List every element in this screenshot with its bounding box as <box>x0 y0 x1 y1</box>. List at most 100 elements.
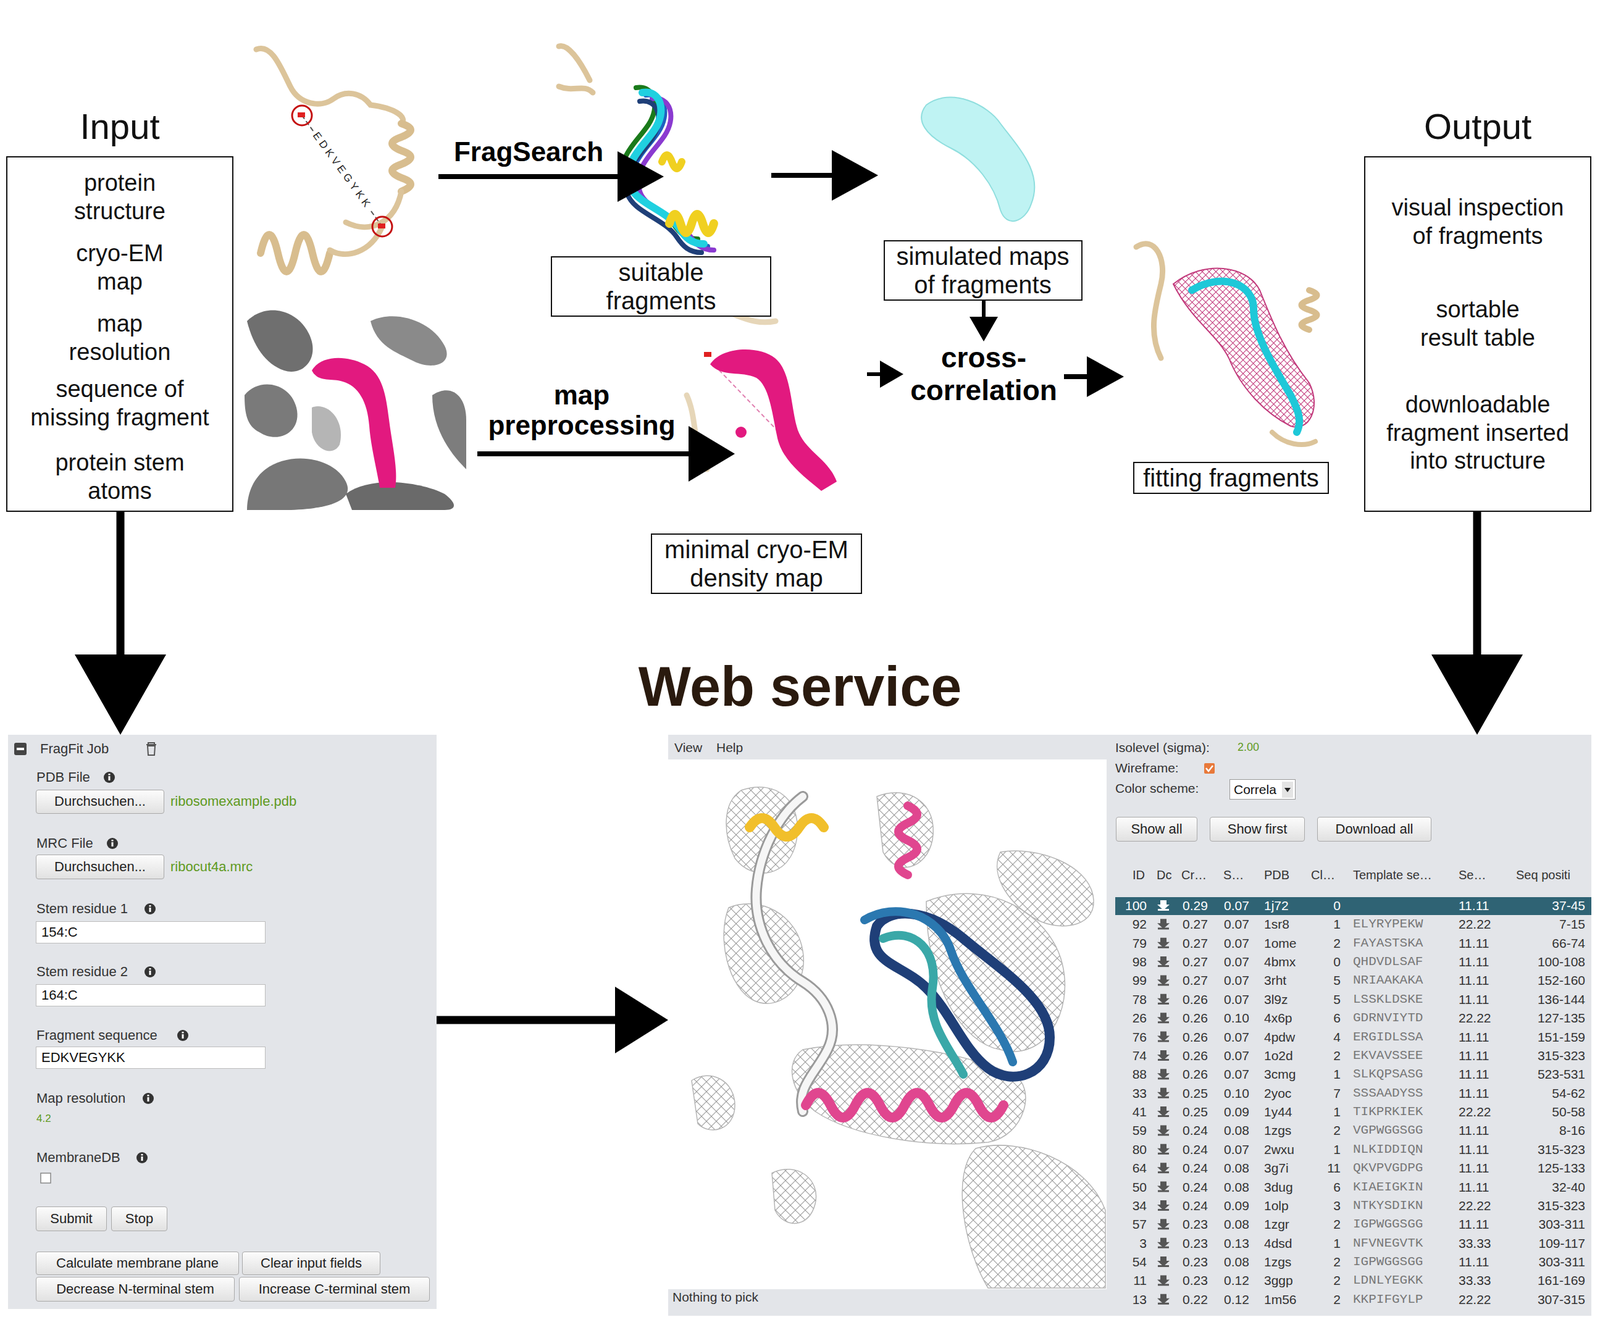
download-icon <box>1157 900 1170 911</box>
viewer-density-mesh <box>691 787 1106 1289</box>
job-form-panel-text: MRC File <box>36 835 94 852</box>
table-header: PDB <box>1264 867 1290 883</box>
table-cell: 22.22 <box>1458 915 1492 933</box>
table-cell: 0.24 <box>1182 1178 1208 1196</box>
density-map-figure-text: minimal cryo-EM density map <box>650 533 863 595</box>
button: Show first <box>1209 816 1305 842</box>
flow-arrow <box>1431 511 1523 735</box>
table-cell: 11 <box>1306 1159 1341 1177</box>
cryo-em-density <box>311 358 396 488</box>
arrow-head <box>969 316 998 342</box>
viewer-density-mesh <box>962 1145 1106 1289</box>
text-input-text: EDKVEGYKK <box>41 1049 126 1066</box>
table-cell: VGPWGGSGG <box>1352 1122 1423 1139</box>
form-icons <box>14 742 27 756</box>
minimal-density <box>735 426 747 438</box>
table-cell: 11.11 <box>1458 1253 1489 1271</box>
form-icons <box>108 776 111 781</box>
download-icon <box>1157 1059 1169 1061</box>
cryo-em-density <box>244 384 298 438</box>
table-header: Cl… <box>1310 867 1336 883</box>
download-icon <box>1157 1040 1169 1043</box>
button-text: Show first <box>1227 821 1288 838</box>
table-cell: 0 <box>1306 953 1341 971</box>
table-cell: 5 <box>1306 971 1341 989</box>
table-cell: 22.22 <box>1458 1009 1492 1027</box>
arrow-shaft <box>981 300 986 318</box>
button-text: Submit <box>50 1210 93 1228</box>
table-cell: 127-135 <box>1520 1009 1586 1027</box>
table-cell: 33.33 <box>1458 1272 1492 1289</box>
table-cell: 0.10 <box>1223 1084 1250 1102</box>
table-cell: 125-133 <box>1520 1159 1586 1177</box>
table-cell: 79 <box>1108 934 1147 952</box>
table-cell: 11.11 <box>1458 934 1489 952</box>
input-box-text: cryo-EM map <box>61 239 179 296</box>
fitting-figure: fitting fragments <box>1123 229 1339 501</box>
result-viewer-panel: ViewHelpIsolevel (sigma):2.00Wireframe:C… <box>668 734 1592 1316</box>
table-cell: 33 <box>1108 1084 1147 1102</box>
table-cell: 4bmx <box>1264 953 1296 971</box>
arrow-label: map preprocessing <box>476 379 687 441</box>
result-viewer-panel-text: 2.00 <box>1237 741 1260 755</box>
download-icon <box>1157 1256 1170 1267</box>
arrow-shaft <box>771 172 833 178</box>
button: Show all <box>1115 816 1198 842</box>
table-cell: 0.22 <box>1182 1291 1208 1308</box>
text-input-text: 154:C <box>41 924 78 941</box>
table-cell: 151-159 <box>1520 1028 1586 1046</box>
text-input: EDKVEGYKK <box>35 1046 266 1069</box>
protein-ribbon <box>256 48 411 272</box>
table-cell: 315-323 <box>1520 1141 1586 1158</box>
table-cell: 0.10 <box>1223 1009 1250 1027</box>
download-icon <box>1157 1200 1170 1211</box>
form-icons <box>144 966 156 978</box>
table-cell: 0.27 <box>1182 934 1208 952</box>
form-icons <box>14 742 1215 1184</box>
table-cell: NRIAAKAKA <box>1352 971 1423 989</box>
arrow-shaft <box>436 1016 616 1025</box>
table-cell: 315-323 <box>1520 1197 1586 1215</box>
table-cell: NTKYSDIKN <box>1352 1197 1423 1215</box>
viewer-density-mesh <box>771 1169 817 1224</box>
input-box-text: sequence of missing fragment <box>20 375 219 432</box>
layout-arrow <box>688 426 735 482</box>
table-cell: QKVPVGDPG <box>1352 1159 1423 1177</box>
form-icons <box>106 837 118 850</box>
table-cell: 2 <box>1306 1122 1341 1139</box>
table-cell: FAYASTSKA <box>1352 934 1423 952</box>
table-cell: 98 <box>1108 953 1147 971</box>
table-cell: 0.09 <box>1223 1103 1250 1121</box>
flow-arrow <box>74 511 167 735</box>
density-map-figure: minimal cryo-EM density map <box>645 306 868 597</box>
output-box-text: Output <box>1364 104 1592 149</box>
table-cell: 0.26 <box>1182 1065 1208 1083</box>
download-icon <box>1157 908 1169 911</box>
button-text: Durchsuchen... <box>54 858 146 876</box>
job-form-panel-text: 4.2 <box>36 1112 52 1126</box>
viewer-ribbons <box>805 1093 1004 1118</box>
table-cell: 0.07 <box>1223 897 1250 914</box>
fragment-bundle <box>558 86 593 93</box>
button-text: Show all <box>1130 821 1182 838</box>
text-input: 154:C <box>35 921 266 944</box>
form-icons <box>108 773 111 776</box>
table-cell: 1o2d <box>1264 1047 1294 1064</box>
button: Durchsuchen... <box>35 789 165 814</box>
table-cell: 1j72 <box>1264 897 1289 914</box>
table-cell: 11.11 <box>1458 1141 1489 1158</box>
input-box-text: Input <box>6 104 234 149</box>
table-cell: 3dug <box>1264 1178 1294 1196</box>
download-icon <box>1157 1096 1169 1099</box>
table-cell: 57 <box>1108 1215 1147 1233</box>
table-cell: 32-40 <box>1520 1178 1586 1196</box>
cryo-em-density <box>247 458 348 511</box>
form-icons <box>149 907 152 913</box>
fitting-figure-text: fitting fragments <box>1133 461 1329 495</box>
viewer-ribbons <box>755 796 832 1112</box>
table-cell: 1 <box>1306 915 1341 933</box>
arrow-head <box>831 150 879 201</box>
table-cell: 8-16 <box>1520 1122 1586 1139</box>
table-cell: 50-58 <box>1520 1103 1586 1121</box>
download-icon <box>1157 938 1170 948</box>
